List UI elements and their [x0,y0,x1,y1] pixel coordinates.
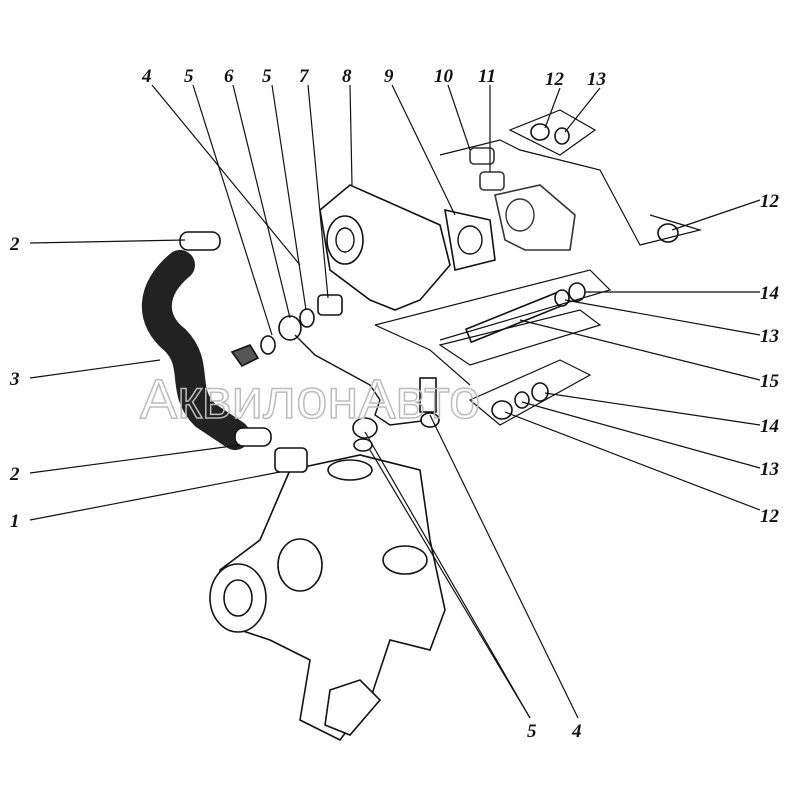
tube [294,334,431,426]
water-pump [209,454,446,742]
callouts-bottom: 5 4 [527,721,582,742]
callout: 8 [342,66,352,87]
clamp-2-bottom [234,427,272,447]
callout: 10 [434,66,454,87]
callout: 5 [184,66,194,87]
leader-lines [29,84,761,719]
clamp-2-top [179,231,221,251]
washer-13b [514,391,530,409]
callout: 6 [224,66,234,87]
valve-body-8 [319,184,496,311]
group-brackets [374,109,703,426]
callouts-left: 2 3 2 1 [9,234,20,532]
callout: 7 [299,66,310,87]
callout: 15 [760,371,780,392]
callout: 4 [141,66,152,87]
callout: 5 [262,66,272,87]
nipple-7 [317,294,343,316]
callout: 14 [760,283,779,304]
hose-3 [141,250,250,450]
callout: 12 [545,69,565,90]
callout: 14 [760,416,779,437]
callout: 13 [760,326,779,347]
washer-13a [554,289,570,307]
bolt-4b [419,377,437,413]
washer-5a [260,335,276,355]
watermark: АквилонАвто [140,367,480,430]
callout: 11 [478,66,496,87]
nut-12c [530,123,550,141]
callout: 4 [571,721,582,742]
callout: 12 [760,191,780,212]
bolt-4 [230,344,260,368]
callouts-right: 12 14 13 15 14 13 12 [760,191,780,527]
callout: 3 [9,369,20,390]
callout: 13 [760,459,779,480]
callout: 2 [9,234,20,255]
callout: 13 [587,69,606,90]
nut-12a [491,400,513,420]
callouts-top: 4 5 6 5 7 8 9 10 11 12 13 [141,66,606,90]
fitting-1 [274,447,308,473]
callout: 9 [384,66,394,87]
callout: 12 [760,506,780,527]
washer-5e [353,438,373,452]
washer-14b [531,382,549,402]
callout: 1 [10,511,20,532]
nut-12b [657,223,679,243]
callout: 2 [9,464,20,485]
banjo-6 [278,315,302,341]
nut-5d [352,417,378,439]
callout: 5 [527,721,537,742]
washer-5b [299,308,315,328]
manifold-flange [469,147,576,251]
